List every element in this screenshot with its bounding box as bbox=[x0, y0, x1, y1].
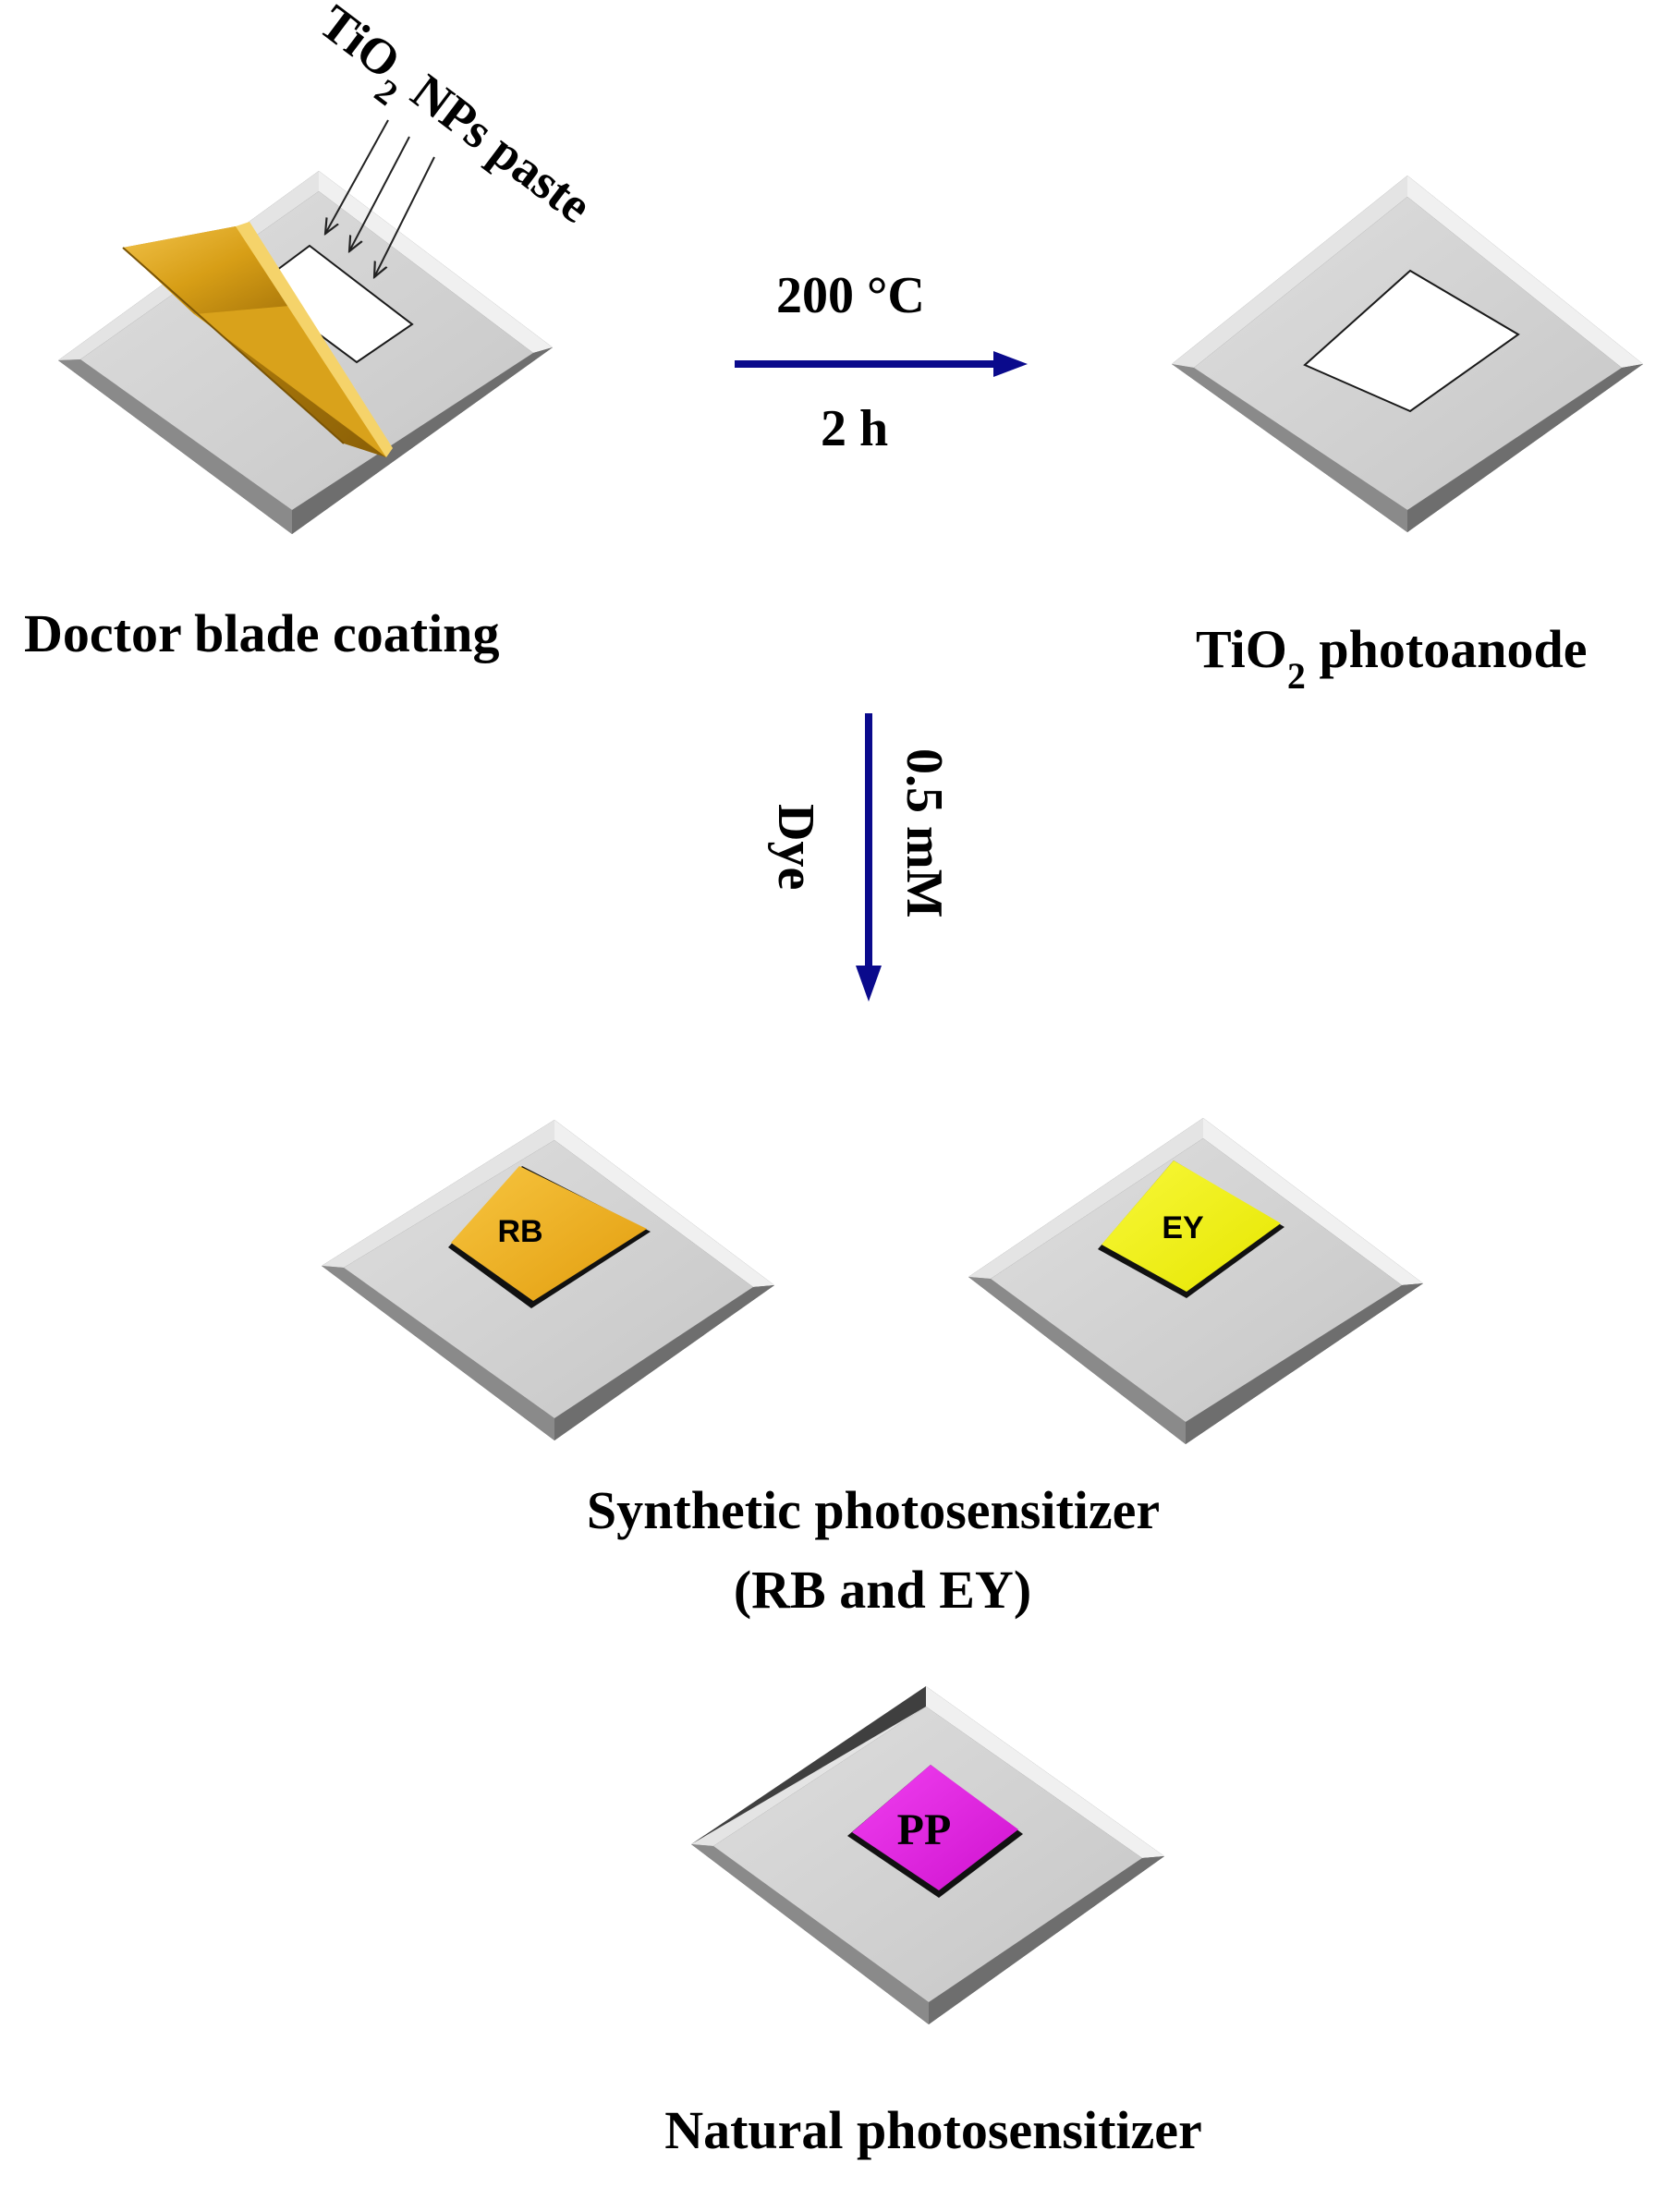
caption-doctor-blade: Doctor blade coating bbox=[24, 603, 499, 663]
caption-synthetic-line1: Synthetic photosensitizer bbox=[587, 1480, 1160, 1540]
rb-label: RB bbox=[497, 1214, 542, 1249]
caption-synthetic-line2: (RB and EY) bbox=[734, 1560, 1031, 1620]
dye-arrow bbox=[856, 713, 882, 1002]
anneal-duration: 2 h bbox=[821, 400, 888, 457]
doctor-blade bbox=[122, 222, 393, 457]
substrate-pp bbox=[691, 1686, 1164, 2024]
substrate-ey bbox=[968, 1118, 1423, 1444]
ey-label: EY bbox=[1162, 1210, 1204, 1245]
anneal-temperature: 200 °C bbox=[776, 267, 925, 324]
anneal-arrow bbox=[735, 351, 1028, 377]
substrate-photoanode bbox=[1172, 176, 1643, 532]
paste-arrows bbox=[325, 119, 435, 277]
caption-natural: Natural photosensitizer bbox=[664, 2100, 1202, 2160]
caption-photoanode: TiO2 photoanode bbox=[1196, 619, 1587, 697]
dye-concentration: 0.5 mM bbox=[895, 748, 953, 918]
pp-label: PP bbox=[897, 1805, 952, 1854]
substrate-rb bbox=[322, 1120, 774, 1440]
dye-reagent: Dye bbox=[767, 804, 824, 890]
